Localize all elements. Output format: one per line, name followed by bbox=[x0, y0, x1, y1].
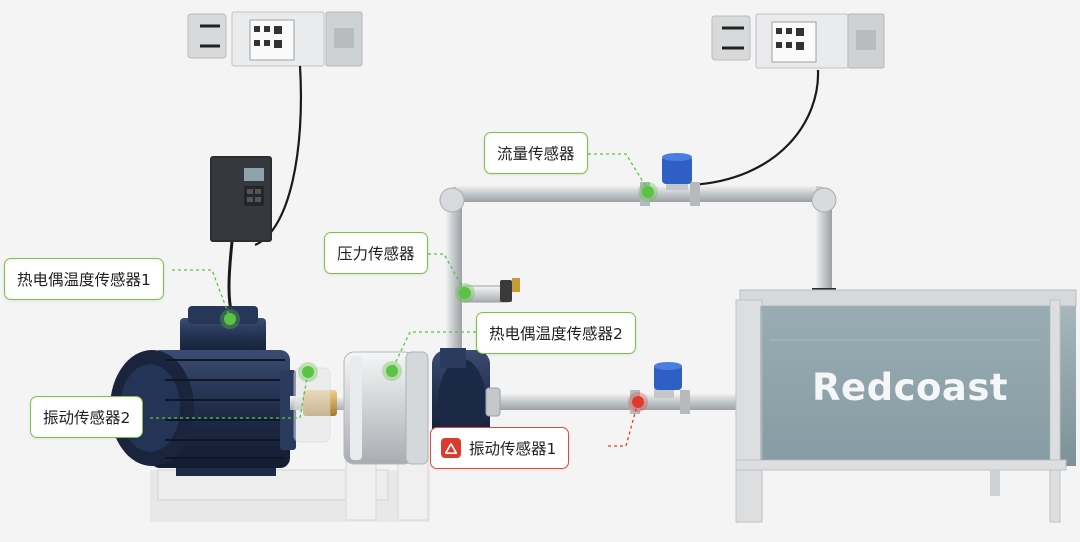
flow-meter bbox=[662, 153, 692, 190]
callout-flow-sensor[interactable]: 流量传感器 bbox=[484, 132, 588, 174]
leader-thermo1 bbox=[172, 269, 231, 319]
sensor-dot-vib1[interactable] bbox=[632, 396, 644, 408]
callout-label: 热电偶温度传感器1 bbox=[17, 271, 151, 289]
callout-pressure-sensor[interactable]: 压力传感器 bbox=[324, 232, 428, 274]
pump-volute bbox=[432, 348, 501, 456]
callout-vibration-sensor-2[interactable]: 振动传感器2 bbox=[30, 396, 144, 438]
brand-logo: Redcoast bbox=[812, 366, 1009, 409]
leader-thermo2 bbox=[391, 331, 476, 371]
callout-label: 流量传感器 bbox=[497, 145, 575, 163]
sensor-dot-flow[interactable] bbox=[642, 186, 654, 198]
sensor-dot-pressure[interactable] bbox=[459, 287, 471, 299]
callout-vibration-sensor-1[interactable]: 振动传感器1 bbox=[430, 427, 570, 469]
sensor-dot-thermo2[interactable] bbox=[386, 365, 398, 377]
warning-triangle-icon bbox=[441, 438, 461, 458]
leader-vib1 bbox=[608, 401, 639, 447]
callout-thermo-sensor-1[interactable]: 热电偶温度传感器1 bbox=[4, 258, 164, 300]
callout-thermo-sensor-2[interactable]: 热电偶温度传感器2 bbox=[476, 312, 636, 354]
control-box-left bbox=[187, 11, 363, 67]
sensor-dot-vib2[interactable] bbox=[302, 366, 314, 378]
callout-label: 压力传感器 bbox=[337, 245, 415, 263]
leader-vib2-a bbox=[150, 371, 309, 419]
coupling bbox=[290, 367, 350, 443]
sensor-dot-thermo1[interactable] bbox=[224, 313, 236, 325]
callout-label: 振动传感器2 bbox=[43, 409, 131, 427]
callout-label: 振动传感器1 bbox=[469, 440, 557, 458]
electric-motor bbox=[110, 306, 296, 468]
pressure-transducer bbox=[461, 278, 520, 303]
callout-label: 热电偶温度传感器2 bbox=[489, 325, 623, 343]
pipe-lower bbox=[496, 362, 754, 414]
bearing-housing bbox=[343, 351, 429, 465]
water-tank bbox=[735, 289, 1077, 523]
frequency-inverter bbox=[210, 156, 272, 242]
control-box-right bbox=[711, 13, 885, 69]
pump-base bbox=[150, 439, 430, 522]
leader-pressure bbox=[428, 253, 466, 293]
leader-flow bbox=[582, 153, 649, 191]
